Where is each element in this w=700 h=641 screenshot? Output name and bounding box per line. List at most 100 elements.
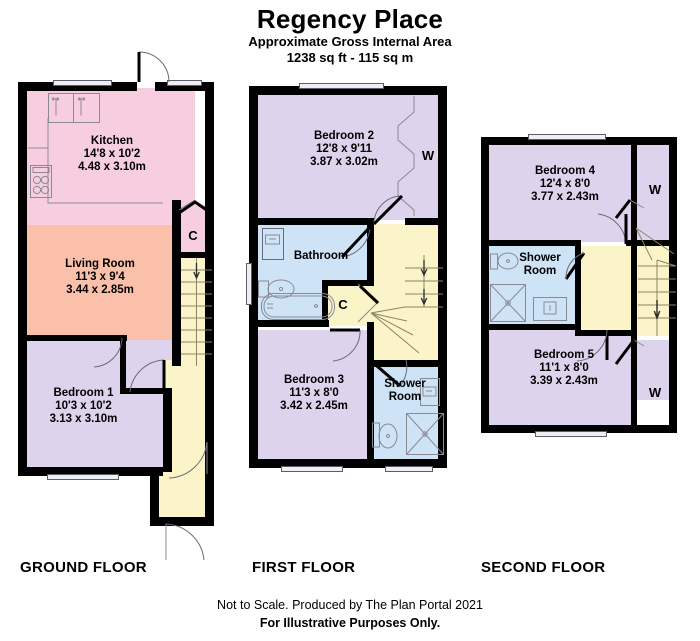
door-hall-porch[interactable] (163, 440, 208, 480)
room-bedroom5 (489, 330, 637, 428)
shower-second-line1: Shower (519, 252, 561, 264)
floor-label-ground: GROUND FLOOR (20, 559, 147, 576)
wall-ground-cupboard-bottom (172, 252, 214, 258)
window-bedroom2-top (299, 83, 384, 89)
wall-ground-right-lower (205, 266, 214, 526)
hob-four-ring (30, 165, 52, 198)
toilet-bathroom (258, 276, 298, 302)
room-label-shower-second: Shower Room (505, 252, 575, 278)
wall-first-cupboard-side (322, 280, 328, 325)
wall-second-shower-bottom (481, 324, 581, 330)
wall-ground-bed1-top (27, 335, 127, 341)
bedroom4-imperial: 12'4 x 8'0 (539, 178, 591, 190)
wardrobe-tag-second-top: W (648, 182, 662, 197)
kitchen-counter-outline (28, 93, 163, 208)
wall-first-bed2-bottom-left (249, 218, 374, 225)
wall-first-bottom (249, 459, 447, 468)
staircase-ground (181, 258, 212, 366)
wall-ground-porch-bottom (150, 517, 214, 526)
wall-ground-porch-left (150, 467, 159, 526)
toilet-shower-first (372, 420, 400, 454)
wall-second-bed4-bottom-left (481, 240, 581, 246)
door-bedroom5[interactable] (575, 329, 611, 364)
wall-ground-hall-divider-upper (172, 200, 181, 266)
door-bathroom[interactable] (336, 225, 372, 259)
window-bedroom3-bottom (281, 466, 343, 472)
shower-cubicle-first (406, 413, 444, 455)
door-shower-first[interactable] (369, 358, 408, 392)
door-kitchen-top[interactable] (137, 51, 170, 84)
window-bedroom1-bottom (47, 474, 119, 480)
shower-second-line2: Room (523, 265, 557, 277)
wall-second-bottom (481, 425, 677, 433)
wall-first-right (438, 86, 447, 468)
wall-first-cupboard-left (322, 280, 374, 286)
wall-ground-hall-divider-mid (172, 258, 181, 366)
page-title: Regency Place (256, 4, 444, 34)
window-bedroom4-top (528, 134, 606, 140)
floor-label-first: FIRST FLOOR (252, 559, 356, 576)
wall-second-left (481, 137, 489, 433)
living-imperial: 11'3 x 9'4 (75, 271, 125, 283)
wall-second-right (669, 137, 677, 433)
door-wardrobe-second-top[interactable] (614, 196, 645, 222)
washbasin-shower-second (533, 297, 567, 321)
room-living (27, 225, 172, 341)
wall-second-stair-left (631, 246, 637, 336)
living-name: Living Room (65, 258, 135, 270)
cupboard-tag-ground: C (188, 228, 198, 243)
door-entrance[interactable] (164, 523, 208, 564)
first-floor-plan: Bedroom 2 12'8 x 9'11 3.87 x 3.02m Bathr… (246, 83, 447, 472)
door-cupboard-first[interactable] (356, 282, 384, 326)
door-shower-second[interactable] (562, 247, 592, 283)
washbasin-shower-first (420, 378, 440, 406)
footer-note: Not to Scale. Produced by The Plan Porta… (217, 598, 483, 612)
room-bedroom4 (489, 144, 637, 242)
door-bedroom4[interactable] (594, 212, 630, 246)
door-cupboard-ground[interactable] (178, 199, 212, 222)
window-kitchen-top-right (167, 80, 202, 86)
floor-label-second: SECOND FLOOR (481, 559, 606, 576)
wall-first-bed3-right (367, 322, 374, 468)
washbasin-bathroom (262, 228, 284, 260)
bedroom3-metric: 3.42 x 2.45m (280, 400, 348, 412)
gross-internal-area-label: Approximate Gross Internal Area (248, 34, 452, 49)
wardrobe-doors-bedroom2[interactable] (396, 96, 416, 216)
wall-first-left (249, 86, 258, 468)
wall-ground-left (18, 82, 27, 476)
wall-ground-right-upper (205, 82, 214, 266)
window-bathroom-left (246, 263, 252, 305)
room-label-bedroom5: Bedroom 5 11'1 x 8'0 3.39 x 2.43m (508, 349, 620, 388)
room-bedroom2 (258, 92, 438, 220)
wall-first-top (249, 86, 444, 95)
bedroom2-imperial: 12'8 x 9'11 (316, 143, 372, 155)
window-bedroom5-bottom (535, 431, 607, 437)
ground-floor-plan: Kitchen 14'8 x 10'2 4.48 x 3.10m Living … (0, 0, 240, 561)
kitchen-name: Kitchen (90, 135, 134, 147)
bedroom5-imperial: 11'1 x 8'0 (539, 362, 589, 374)
room-label-bedroom4: Bedroom 4 12'4 x 8'0 3.77 x 2.43m (509, 165, 621, 204)
door-bedroom1[interactable] (92, 336, 126, 368)
wall-ground-top-left (18, 82, 137, 91)
bathtub (261, 293, 335, 320)
door-bedroom2[interactable] (372, 194, 406, 226)
wall-first-bed2-bottom-right (405, 218, 447, 225)
bedroom3-name: Bedroom 3 (283, 374, 345, 386)
wall-ground-top-right (155, 82, 214, 91)
bedroom5-metric: 3.39 x 2.43m (530, 375, 598, 387)
gross-internal-area-value: 1238 sq ft - 115 sq m (286, 50, 414, 65)
door-bedroom3[interactable] (330, 328, 366, 364)
bedroom2-metric: 3.87 x 3.02m (310, 156, 378, 168)
door-wardrobe-second-bottom[interactable] (614, 338, 645, 368)
shower-first-line1: Shower (384, 378, 426, 390)
staircase-first (370, 255, 443, 360)
wall-second-wardrobe-bottom-left (631, 336, 637, 428)
door-living-hall[interactable] (126, 359, 166, 394)
kitchen-metric: 4.48 x 3.10m (78, 161, 146, 173)
room-label-kitchen: Kitchen 14'8 x 10'2 4.48 x 3.10m (52, 135, 172, 174)
wardrobe-tag-first: W (421, 148, 435, 163)
cupboard-tag-first: C (338, 297, 348, 312)
wardrobe-tag-second-bottom: W (648, 385, 662, 400)
room-label-living: Living Room 11'3 x 9'4 3.44 x 2.85m (36, 258, 164, 297)
shower-cubicle-second (490, 284, 526, 322)
